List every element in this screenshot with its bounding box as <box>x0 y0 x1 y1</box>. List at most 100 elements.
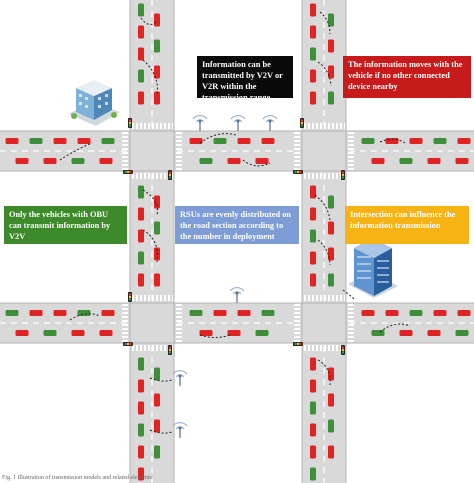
traffic-light-icon <box>123 170 133 174</box>
vehicle-icon <box>5 310 19 316</box>
vehicle-icon <box>328 13 334 27</box>
vehicle-icon <box>371 330 385 336</box>
vehicle-icon <box>399 330 413 336</box>
vehicle-icon <box>138 47 144 61</box>
vehicle-icon <box>53 310 67 316</box>
vehicle-icon <box>457 310 471 316</box>
vehicle-icon <box>154 273 160 287</box>
vehicle-icon <box>53 138 67 144</box>
vehicle-icon <box>310 401 316 415</box>
vehicle-icon <box>328 221 334 235</box>
vehicle-icon <box>328 91 334 105</box>
vehicle-icon <box>328 247 334 261</box>
v2v-link <box>142 59 158 96</box>
vehicle-icon <box>310 423 316 437</box>
vehicle-icon <box>261 138 275 144</box>
vehicle-icon <box>310 229 316 243</box>
vehicle-icon <box>455 330 469 336</box>
vehicle-icon <box>361 310 375 316</box>
note-intersection-influence: Intersection can influence the informati… <box>345 206 469 244</box>
vehicle-icon <box>138 379 144 393</box>
vehicle-icon <box>29 138 43 144</box>
rsu-units <box>172 115 278 438</box>
vehicle-icon <box>255 158 269 164</box>
rsu-antenna-icon <box>229 287 245 303</box>
vehicle-icon <box>138 229 144 243</box>
vehicle-icon <box>255 330 269 336</box>
v2v-link <box>142 189 158 216</box>
vehicle-icon <box>455 158 469 164</box>
vehicle-icon <box>43 158 57 164</box>
rsu-antenna-icon <box>192 115 208 131</box>
vehicle-icon <box>371 158 385 164</box>
vehicle-icon <box>237 310 251 316</box>
vehicle-icon <box>29 310 43 316</box>
vehicle-icon <box>154 195 160 209</box>
vehicle-icon <box>433 310 447 316</box>
note-information-moves-with-vehicle: The information moves with the vehicle i… <box>343 56 471 98</box>
vehicle-icon <box>71 330 85 336</box>
vehicle-icon <box>138 3 144 17</box>
vehicle-icon <box>310 69 316 83</box>
traffic-light-icon <box>123 342 133 346</box>
vehicle-icon <box>328 393 334 407</box>
vehicle-icon <box>138 357 144 371</box>
rsu-antenna-icon <box>262 115 278 131</box>
traffic-light-icon <box>128 292 132 302</box>
vehicle-icon <box>138 207 144 221</box>
vehicle-icon <box>328 445 334 459</box>
vehicle-icon <box>361 138 375 144</box>
vehicle-icon <box>310 273 316 287</box>
vehicle-icon <box>154 445 160 459</box>
vehicle-icon <box>154 221 160 235</box>
vehicle-icon <box>154 419 160 433</box>
vehicle-icon <box>310 207 316 221</box>
v2v-link <box>319 11 331 35</box>
vehicle-icon <box>154 39 160 53</box>
vehicle-icon <box>310 445 316 459</box>
traffic-lights <box>123 118 345 355</box>
vehicle-icon <box>138 251 144 265</box>
vehicle-icon <box>310 251 316 265</box>
rsu-antenna-icon <box>172 422 188 438</box>
vehicle-icon <box>199 330 213 336</box>
vehicle-icon <box>138 25 144 39</box>
vehicle-icon <box>154 91 160 105</box>
vehicle-icon <box>213 310 227 316</box>
rsu-antenna-icon <box>172 370 188 386</box>
vehicle-icon <box>189 310 203 316</box>
v2v-link <box>317 61 332 87</box>
v2r-link <box>149 377 173 382</box>
vehicle-icon <box>310 379 316 393</box>
vehicle-icon <box>433 138 447 144</box>
note-obu-vehicles-only: Only the vehicles with OBU can transmit … <box>4 206 127 244</box>
traffic-light-icon <box>128 118 132 128</box>
vehicle-icon <box>409 138 423 144</box>
vehicle-icon <box>138 69 144 83</box>
vehicle-icon <box>227 158 241 164</box>
note-v2v-v2r-transmission: Information can be transmitted by V2V or… <box>197 56 293 102</box>
traffic-light-icon <box>293 342 303 346</box>
v2v-link <box>199 133 237 144</box>
vehicle-icon <box>154 65 160 79</box>
vehicle-icon <box>427 158 441 164</box>
vehicle-icon <box>328 273 334 287</box>
vehicle-icon <box>310 357 316 371</box>
figure-caption: Fig. 1 Illustration of transmission mode… <box>2 475 152 481</box>
traffic-light-icon <box>168 170 172 180</box>
note-rsu-distribution: RSUs are evenly distributed on the road … <box>175 206 299 244</box>
v2r-link <box>149 429 173 434</box>
vehicle-icon <box>328 419 334 433</box>
vehicle-icon <box>227 330 241 336</box>
vehicle-icon <box>138 273 144 287</box>
vehicle-icon <box>328 195 334 209</box>
vehicle-icon <box>43 330 57 336</box>
vehicle-icon <box>457 138 471 144</box>
v2v-link <box>379 138 406 144</box>
vehicle-icon <box>409 310 423 316</box>
vehicle-icon <box>77 138 91 144</box>
v2v-link <box>379 323 411 333</box>
vehicle-icon <box>237 138 251 144</box>
vehicle-icon <box>101 310 115 316</box>
